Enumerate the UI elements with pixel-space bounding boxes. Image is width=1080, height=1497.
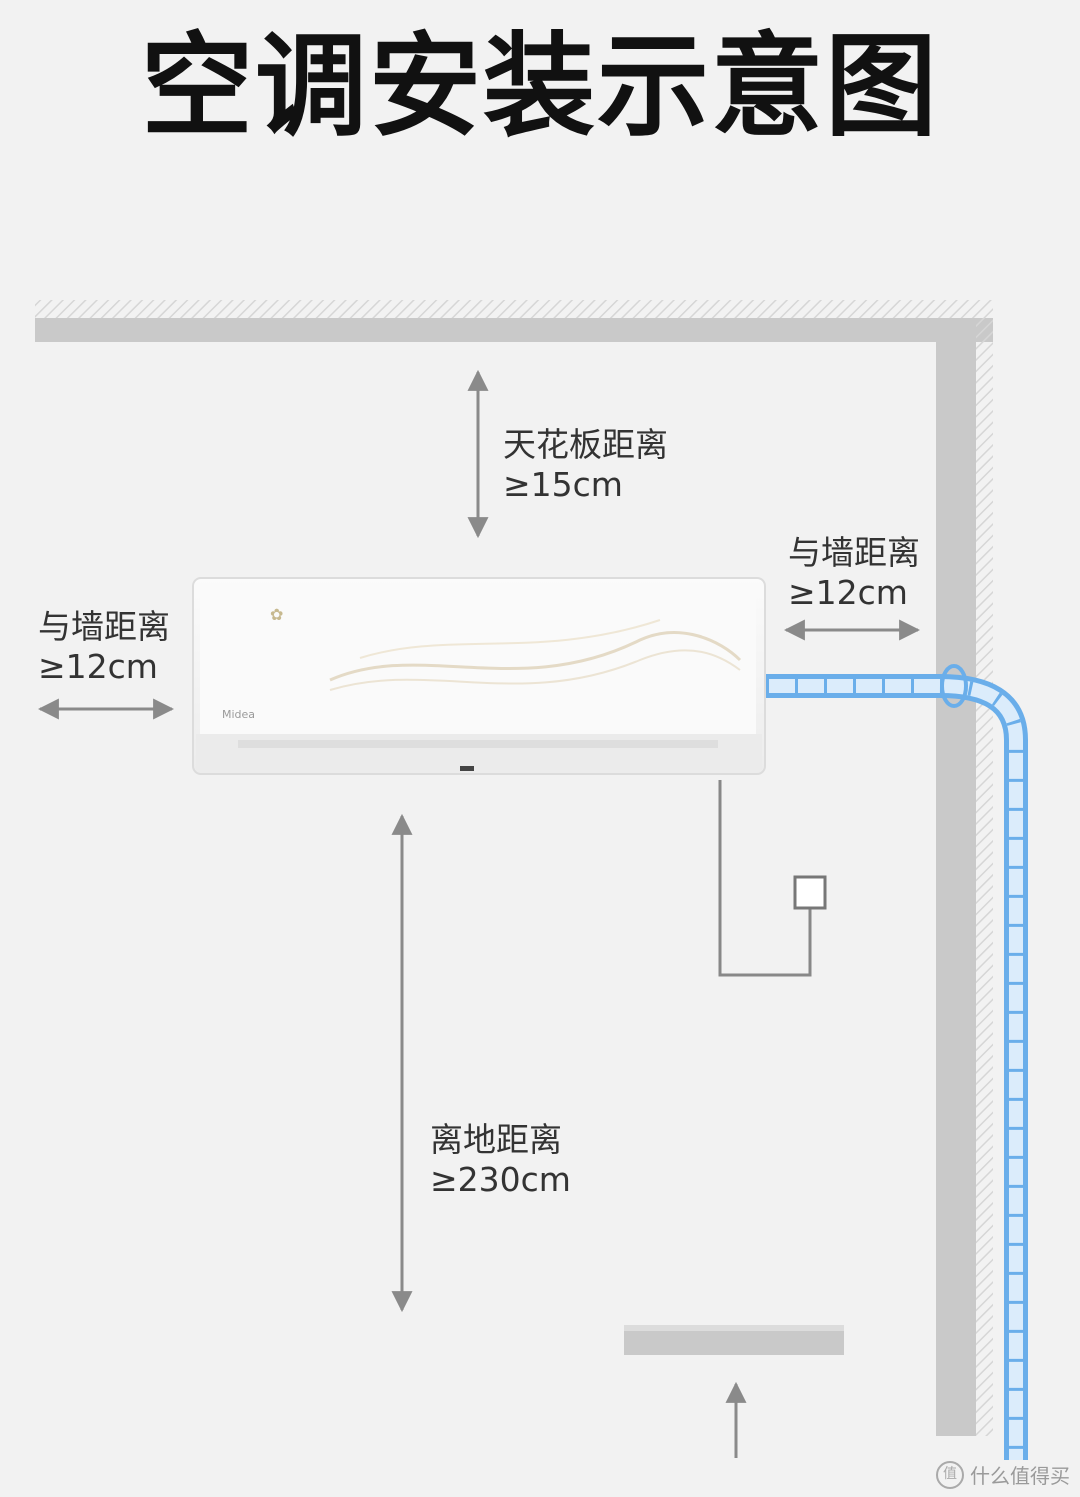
ceiling-wall xyxy=(35,300,993,342)
left-wall-distance-value: ≥12cm xyxy=(38,647,158,686)
left-wall-distance-label: 与墙距离 ≥12cm xyxy=(38,607,170,687)
right-wall-distance-label: 与墙距离 ≥12cm xyxy=(788,533,920,613)
floor-distance-value: ≥230cm xyxy=(430,1160,571,1199)
smzdm-logo-icon: 值 xyxy=(936,1460,964,1489)
page-title: 空调安装示意图 xyxy=(141,22,939,152)
left-wall-distance-name: 与墙距离 xyxy=(38,607,170,646)
ceiling-distance-label: 天花板距离 ≥15cm xyxy=(503,425,668,505)
floor-cabinet xyxy=(624,1325,844,1458)
indoor-ac-unit: ✿ Midea xyxy=(192,577,766,775)
refrigerant-pipe xyxy=(766,664,1028,1460)
watermark-text: 什么值得买 xyxy=(970,1464,1070,1488)
unit-brand-text: Midea xyxy=(222,708,255,721)
floor-distance-label: 离地距离 ≥230cm xyxy=(430,1120,571,1200)
floor-distance-name: 离地距离 xyxy=(430,1120,562,1159)
unit-brand-logo: ✿ xyxy=(270,605,283,624)
wall-socket-icon xyxy=(793,875,827,910)
ceiling-distance-value: ≥15cm xyxy=(503,465,623,504)
ceiling-distance-name: 天花板距离 xyxy=(503,425,668,464)
watermark: 值 什么值得买 xyxy=(936,1460,1070,1489)
power-cord xyxy=(718,780,827,977)
right-wall-distance-name: 与墙距离 xyxy=(788,533,920,572)
right-wall xyxy=(936,318,993,1436)
right-wall-distance-value: ≥12cm xyxy=(788,573,908,612)
